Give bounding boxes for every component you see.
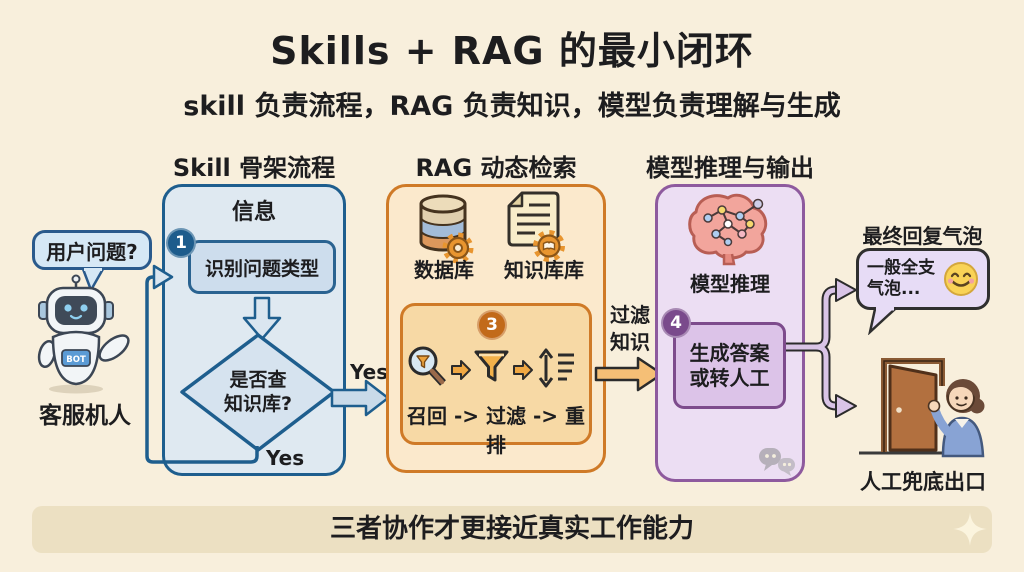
step1-box: 识别问题类型 [188,240,336,294]
rerank-sort-icon [538,348,574,388]
pipeline-label: 召回 -> 过滤 -> 重排 [407,404,585,457]
step-arrow-icon [513,360,533,380]
step4-badge: 4 [661,308,691,338]
answer-line1: 生成答案 [689,340,770,365]
knowledge-gear-icon [533,230,565,262]
smiley-icon [944,262,978,296]
footer-banner: 三者协作才更接近真实工作能力 [32,506,992,553]
yes-right-arrow-icon [330,379,390,417]
output-branch-arrows [786,278,857,418]
filter-knowledge-label: 过滤 知识 [600,302,660,356]
final-bubble-title: 最终回复气泡 [862,224,983,248]
model-column-header: 模型推理与输出 [646,154,814,182]
user-question-text: 用户问题? [46,239,138,264]
decision-line2: 知识库? [223,393,293,415]
answer-line2: 或转人工 [689,365,770,390]
rag-column-header: RAG 动态检索 [415,154,577,182]
user-bubble-tail [81,268,106,292]
knowledge-base-label: 知识库库 [504,258,584,282]
yes-right-label: Yes [350,360,389,384]
flow-down-arrow-icon [242,296,282,341]
database-gear-icon [442,232,474,264]
step1-badge: 1 [166,228,196,258]
decision-line1: 是否查 [229,369,287,391]
database-icon [419,194,474,264]
human-exit-caption: 人工兜底出口 [860,470,986,494]
robot-icon: BOT [37,274,130,394]
step-arrow-icon [451,360,471,380]
step3-badge: 3 [477,310,507,340]
database-label: 数据库 [414,258,474,282]
knowledge-base-icon [507,191,565,262]
filter-funnel-icon [474,350,509,382]
skill-info-label: 信息 [231,200,276,225]
user-question-bubble: 用户问题? [32,230,152,270]
step1-label: 识别问题类型 [204,257,319,280]
filter-line2: 知识 [610,330,650,354]
robot-caption: 客服机人 [39,403,131,429]
yes-bottom-label: Yes [266,446,305,470]
skill-column-header: Skill 骨架流程 [172,154,336,182]
model-inference-label: 模型推理 [690,272,770,296]
recall-search-icon [408,346,446,386]
wechat-icon [759,448,795,476]
decision-text: 是否查 知识库? [196,368,320,416]
final-reply-line2: 气泡... [867,279,921,299]
final-reply-line1: 一般全支 [867,258,935,278]
loop-back-arrow [145,264,259,464]
filter-line1: 过滤 [610,303,650,327]
final-reply-bubble: 一般全支 气泡... [856,248,990,310]
brain-icon [688,193,768,266]
filter-knowledge-arrow-icon [594,356,664,392]
page-title: Skills + RAG 的最小闭环 [270,29,754,73]
human-exit-door-icon [859,358,985,458]
sparkle-icon [953,512,987,546]
final-reply-text: 一般全支 气泡... [867,258,935,300]
footer-text: 三者协作才更接近真实工作能力 [329,514,694,544]
final-bubble-tail [868,307,898,335]
robot-chest-label: BOT [66,355,86,365]
page-subtitle: skill 负责流程，RAG 负责知识，模型负责理解与生成 [183,91,841,122]
answer-box: 生成答案 或转人工 [673,322,786,409]
